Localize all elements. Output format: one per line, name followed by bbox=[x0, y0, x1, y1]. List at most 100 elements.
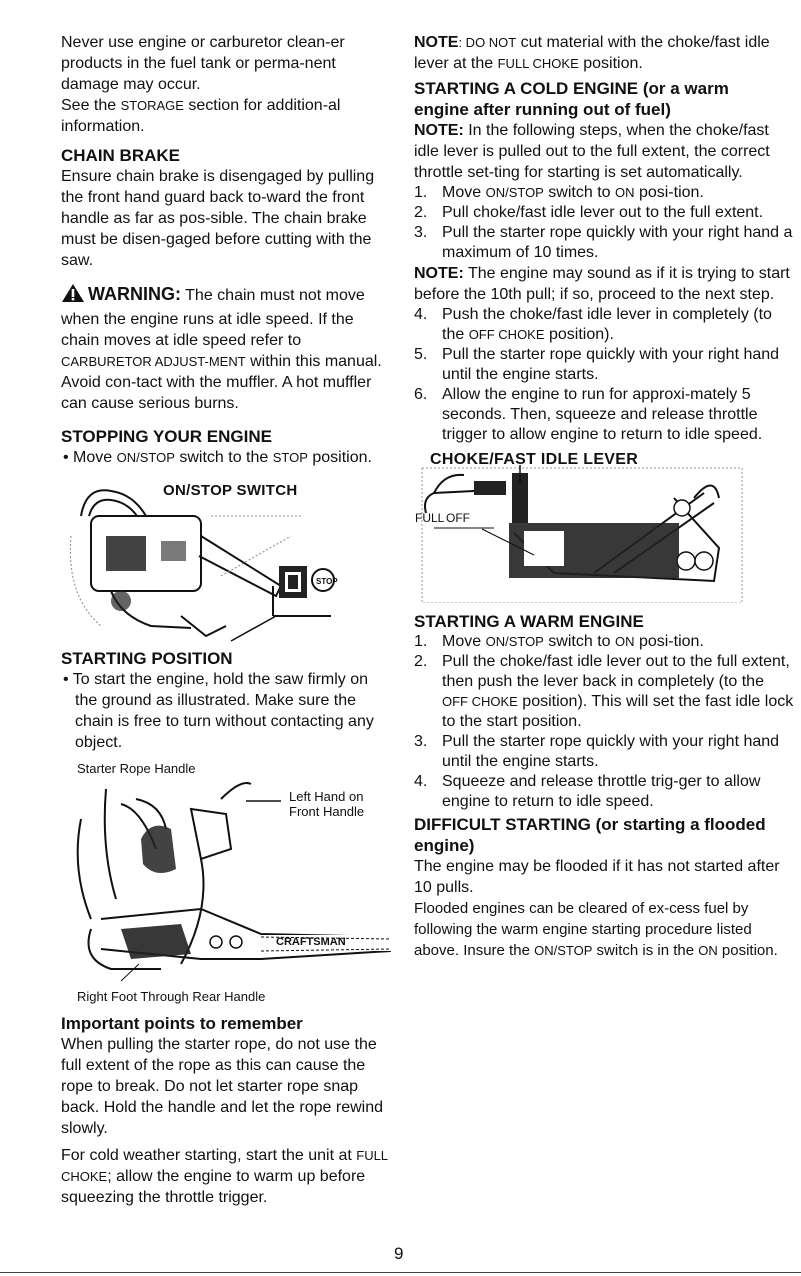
on-ref: ON bbox=[615, 185, 635, 200]
text: Pull the starter rope quickly with your … bbox=[442, 224, 793, 261]
text: The engine may sound as if it is trying … bbox=[414, 265, 790, 303]
left-hand-label: Left Hand on Front Handle bbox=[289, 789, 365, 819]
text: position). This will set the fast idle l… bbox=[442, 693, 794, 730]
note-automatic-throttle: NOTE: In the following steps, when the c… bbox=[414, 120, 794, 183]
step-number: 1. bbox=[414, 633, 428, 650]
stop-ref: STOP bbox=[272, 450, 308, 465]
on-stop-switch-figure: STOP ON/STOP SWITCH bbox=[61, 476, 391, 644]
text: The chain must not move when the engine … bbox=[61, 287, 365, 349]
text: For cold weather starting, start the uni… bbox=[61, 1147, 357, 1164]
flooded-engine-text: Flooded engines can be cleared of ex-ces… bbox=[414, 898, 794, 961]
off-choke-ref: OFF CHOKE bbox=[468, 327, 545, 342]
difficult-starting-heading: DIFFICULT STARTING (or starting a floode… bbox=[414, 815, 766, 855]
text: posi-tion. bbox=[634, 184, 704, 201]
right-foot-label: Right Foot Through Rear Handle bbox=[77, 989, 266, 1004]
text: position. bbox=[307, 449, 372, 466]
full-choke-ref: FULL CHOKE bbox=[61, 1148, 388, 1184]
carburetor-ref: CARBURETOR ADJUST-MENT bbox=[61, 354, 246, 369]
on-ref: ON bbox=[698, 943, 718, 958]
step-number: 4. bbox=[414, 306, 428, 323]
list-item: 5. Pull the starter rope quickly with you… bbox=[414, 345, 794, 385]
difficult-starting-text: The engine may be flooded if it has not … bbox=[414, 858, 780, 896]
off-position-label: OFF bbox=[446, 511, 470, 525]
text: ; allow the engine to warm up before squ… bbox=[61, 1168, 366, 1206]
warning-triangle-icon bbox=[61, 283, 85, 309]
text: position. bbox=[578, 55, 643, 72]
cold-engine-heading: STARTING A COLD ENGINE (or a warm engine… bbox=[414, 79, 729, 119]
on-stop-switch-caption: ON/STOP SWITCH bbox=[163, 482, 298, 499]
text: Pull the starter rope quickly with your … bbox=[442, 346, 780, 383]
text: posi-tion. bbox=[634, 633, 704, 650]
warning-label: WARNING: bbox=[88, 284, 181, 304]
text: Flooded engines can be cleared of ex-ces… bbox=[414, 900, 752, 959]
storage-reference-paragraph: See the STORAGE section for addition-al … bbox=[61, 95, 391, 137]
fuel-warning-paragraph: Never use engine or carburetor clean-er … bbox=[61, 34, 345, 93]
list-item: 1. Move ON/STOP switch to ON posi-tion. bbox=[414, 183, 794, 203]
text: switch to bbox=[543, 633, 615, 650]
page-number: 9 bbox=[394, 1244, 404, 1263]
text: Allow the engine to run for approxi-mate… bbox=[442, 386, 763, 443]
starting-position-bullet: • To start the engine, hold the saw firm… bbox=[63, 671, 374, 751]
step-number: 6. bbox=[414, 386, 428, 403]
list-item: 4. Push the choke/fast idle lever in comp… bbox=[414, 305, 794, 345]
cold-engine-steps-1: 1. Move ON/STOP switch to ON posi-tion. 2… bbox=[414, 183, 794, 263]
note-10th-pull: NOTE: The engine may sound as if it is t… bbox=[414, 263, 794, 305]
storage-ref: STORAGE bbox=[120, 98, 184, 113]
step-number: 5. bbox=[414, 346, 428, 363]
text: • Move bbox=[63, 449, 117, 466]
text: Move bbox=[442, 184, 486, 201]
chainsaw-switch-illustration: STOP bbox=[69, 489, 338, 642]
choke-lever-illustration bbox=[421, 465, 743, 603]
important-points-heading: Important points to remember bbox=[61, 1014, 303, 1033]
full-position-label: FULL bbox=[415, 511, 445, 525]
chain-brake-text: Ensure chain brake is disengaged by pull… bbox=[61, 168, 375, 269]
stopping-bullet: • Move ON/STOP switch to the STOP positi… bbox=[61, 447, 391, 468]
note-label: NOTE: bbox=[414, 265, 464, 282]
step-number: 2. bbox=[414, 653, 428, 670]
choke-lever-caption: CHOKE/FAST IDLE LEVER bbox=[430, 451, 639, 468]
list-item: 3. Pull the starter rope quickly with you… bbox=[414, 732, 794, 772]
stopping-heading: STOPPING YOUR ENGINE bbox=[61, 427, 272, 446]
switch-ref: ON/STOP bbox=[485, 185, 544, 200]
text: cut material with the choke/fast idle le… bbox=[414, 34, 770, 72]
note-label: NOTE: bbox=[414, 122, 464, 139]
chain-brake-heading: CHAIN BRAKE bbox=[61, 146, 180, 165]
warm-engine-heading: STARTING A WARM ENGINE bbox=[414, 612, 644, 631]
warm-engine-steps: 1.Move ON/STOP switch to ON posi-tion. 2… bbox=[414, 632, 794, 812]
starting-position-heading: STARTING POSITION bbox=[61, 649, 233, 668]
text: Pull choke/fast idle lever out to the fu… bbox=[442, 204, 764, 221]
text: Move bbox=[442, 633, 486, 650]
text: section for addition-al information. bbox=[61, 97, 341, 135]
text: Push the choke/fast idle lever in comple… bbox=[442, 306, 772, 343]
switch-ref: ON/STOP bbox=[116, 450, 175, 465]
step-number: 2. bbox=[414, 204, 428, 221]
text: within this manual. Avoid con-tact with … bbox=[61, 353, 382, 412]
text: switch to the bbox=[174, 449, 273, 466]
step-number: 3. bbox=[414, 733, 428, 750]
craftsman-brand-label: CRAFTSMAN bbox=[276, 936, 346, 948]
starter-rope-handle-label: Starter Rope Handle bbox=[77, 761, 196, 776]
do-not-ref: : DO NOT bbox=[458, 35, 517, 50]
list-item: 2. Pull choke/fast idle lever out to the … bbox=[414, 203, 794, 223]
text: switch to bbox=[543, 184, 615, 201]
step-number: 1. bbox=[414, 184, 428, 201]
text: See the bbox=[61, 97, 121, 114]
note-label: NOTE bbox=[414, 34, 459, 51]
step-number: 3. bbox=[414, 224, 428, 241]
off-choke-ref: OFF CHOKE bbox=[442, 694, 518, 709]
cold-engine-steps-2: 4. Push the choke/fast idle lever in comp… bbox=[414, 305, 794, 445]
note-do-not-cut: NOTE: DO NOT cut material with the choke… bbox=[414, 32, 794, 74]
page-bottom-rule bbox=[0, 1272, 801, 1273]
list-item: 3. Pull the starter rope quickly with you… bbox=[414, 223, 794, 263]
text: Pull the starter rope quickly with your … bbox=[442, 733, 780, 770]
left-column: Never use engine or carburetor clean-er … bbox=[61, 32, 391, 1208]
svg-text:STOP: STOP bbox=[316, 577, 338, 586]
right-column: NOTE: DO NOT cut material with the choke… bbox=[414, 32, 794, 961]
choke-lever-figure: CHOKE/FAST IDLE LEVER FULL OFF bbox=[414, 451, 794, 603]
text: switch is in the bbox=[592, 942, 699, 959]
list-item: 6. Allow the engine to run for approxi-ma… bbox=[414, 385, 794, 445]
full-choke-ref: FULL CHOKE bbox=[497, 56, 579, 71]
step-number: 4. bbox=[414, 773, 428, 790]
starting-position-figure: Starter Rope Handle Left Hand on Front H… bbox=[61, 759, 391, 1009]
